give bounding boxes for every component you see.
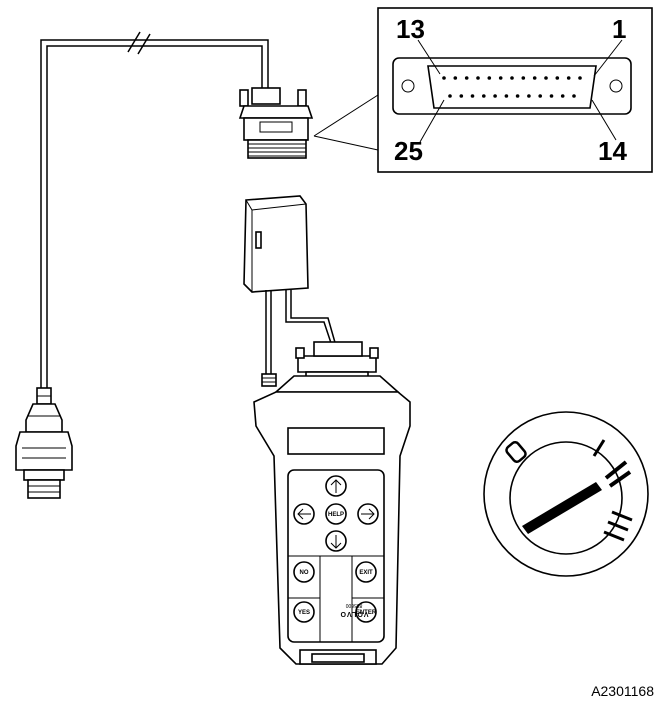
pin-label-14: 14 — [598, 136, 627, 166]
pin-row-top — [442, 76, 582, 80]
leader-line — [591, 99, 617, 141]
position-marker-3 — [603, 510, 633, 542]
tester-display[interactable] — [287, 427, 385, 455]
arrow-left-icon — [297, 508, 311, 520]
connector-pin — [549, 94, 554, 98]
connector-pin — [453, 76, 458, 80]
connector-pin — [493, 94, 497, 98]
connector-pin — [459, 94, 464, 98]
switch-icon — [255, 231, 262, 249]
dsub-connector — [238, 87, 314, 159]
yes-button-label: YES — [298, 610, 310, 616]
position-marker-2 — [604, 460, 632, 488]
enter-button-label: ENTER — [356, 610, 377, 616]
help-button[interactable]: HELP — [325, 503, 347, 525]
leader-line — [593, 39, 623, 77]
mount-hole — [609, 79, 623, 93]
connector-pin — [566, 76, 571, 80]
no-button[interactable]: NO — [293, 561, 315, 583]
brand-model: 885600 — [345, 602, 362, 608]
yes-button[interactable]: YES — [293, 601, 315, 623]
pin-row-bottom — [448, 94, 576, 98]
pin-label-25: 25 — [394, 136, 423, 166]
connector-pin — [510, 76, 514, 80]
connector-pin — [572, 94, 576, 98]
arrow-up-icon — [330, 479, 342, 493]
pin-label-1: 1 — [612, 14, 626, 44]
connector-pin — [482, 94, 486, 98]
arrow-right-button[interactable] — [357, 503, 379, 525]
diagnostic-plug — [15, 387, 73, 499]
thumb-screw — [239, 89, 249, 107]
arrow-right-icon — [361, 508, 375, 520]
help-button-label: HELP — [328, 512, 344, 518]
arrow-down-icon — [330, 535, 342, 549]
connector-pin — [578, 76, 582, 80]
figure-id: A2301168 — [591, 683, 654, 699]
mount-hole — [401, 79, 415, 93]
connector-pin — [504, 94, 509, 98]
connector-pin — [442, 76, 446, 80]
connector-pin — [538, 94, 542, 98]
exit-button-label: EXIT — [359, 570, 373, 576]
no-button-label: NO — [300, 570, 309, 576]
key-slot — [522, 482, 602, 534]
connector-pin — [555, 76, 560, 80]
cable-break-mark — [127, 31, 141, 53]
connector-pin — [544, 76, 548, 80]
arrow-up-button[interactable] — [325, 475, 347, 497]
connector-pin — [532, 76, 537, 80]
connector-detail-box: 13 1 25 14 — [377, 7, 653, 173]
adapter-box — [243, 195, 337, 387]
exit-button[interactable]: EXIT — [355, 561, 377, 583]
connector-pin — [476, 76, 480, 80]
connector-pin — [487, 76, 492, 80]
connector-pin — [527, 94, 531, 98]
thumb-screw — [297, 89, 307, 107]
brand-name: VOLVO — [340, 610, 369, 617]
pin-label-13: 13 — [396, 14, 425, 44]
connector-pin — [521, 76, 526, 80]
connector-pin — [498, 76, 503, 80]
leader-line — [419, 99, 445, 143]
connector-pin — [515, 94, 520, 98]
brand-block: VOLVO 885600 — [340, 602, 369, 617]
cable-break-mark — [137, 33, 151, 55]
arrow-down-button[interactable] — [325, 530, 347, 552]
position-marker-1 — [592, 439, 606, 457]
main-cable — [40, 31, 269, 395]
connector-pin — [464, 76, 469, 80]
callout-lines — [313, 94, 379, 151]
leader-line — [417, 39, 441, 75]
connector-pin — [470, 94, 475, 98]
ignition-switch — [483, 411, 649, 577]
handheld-tester: HELP NO EXIT YES ENTER VOLVO — [253, 341, 411, 665]
position-marker-0 — [505, 440, 527, 464]
arrow-left-button[interactable] — [293, 503, 315, 525]
connector-pin — [560, 94, 565, 98]
enter-button[interactable]: ENTER — [355, 601, 377, 623]
connector-pin — [448, 94, 452, 98]
